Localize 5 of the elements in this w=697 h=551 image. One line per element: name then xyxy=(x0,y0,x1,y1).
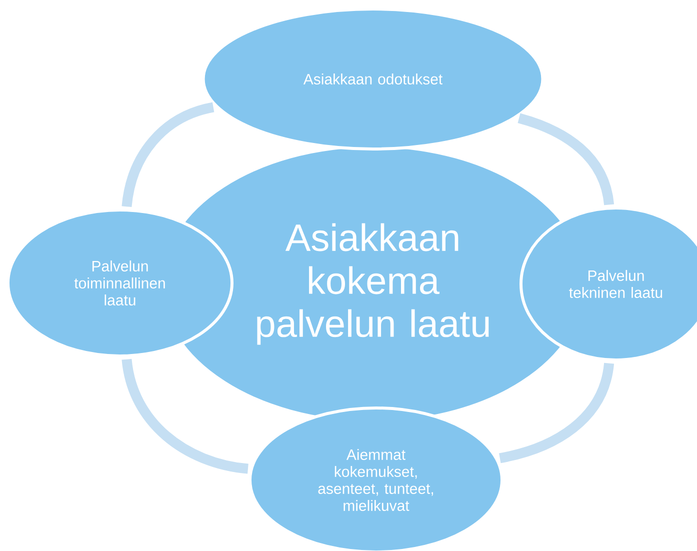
node-label: Aiemmat kokemukset, asenteet, tunteet, mielikuvat xyxy=(318,448,434,511)
ring-segment xyxy=(518,113,614,206)
ring-segment xyxy=(122,358,249,474)
ring-segment xyxy=(498,362,614,464)
ring-segment xyxy=(122,102,214,208)
